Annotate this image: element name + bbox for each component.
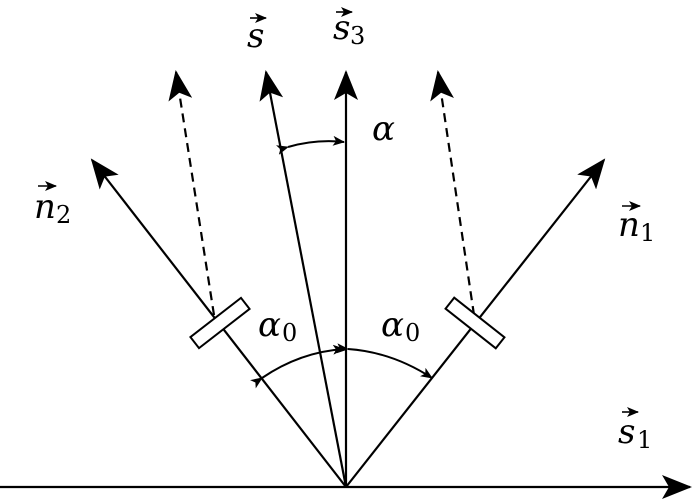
label-s: s [247, 13, 267, 56]
label-s-text: s [247, 16, 264, 56]
left-plate [189, 296, 251, 350]
label-alpha: α [372, 109, 395, 149]
label-alpha0-left-sub: 0 [282, 319, 297, 347]
label-n2-sub: 2 [56, 201, 71, 229]
alpha-arc [276, 135, 345, 155]
label-n1-sub: 1 [640, 219, 655, 247]
s-vector [259, 70, 348, 488]
label-alpha0-right-text: α [381, 305, 404, 345]
dashed-left [168, 70, 216, 316]
label-s3-text: s [333, 8, 350, 48]
right-plate [444, 296, 506, 350]
alpha0-right-arc [336, 343, 433, 379]
label-alpha0-left: α 0 [258, 305, 297, 347]
label-s1-sub: 1 [637, 426, 652, 454]
label-s1-text: s [618, 412, 635, 452]
alpha0-left-arc [250, 344, 345, 389]
label-s3: s 3 [333, 7, 365, 50]
label-alpha0-left-text: α [258, 305, 281, 345]
label-alpha0-right: α 0 [381, 305, 420, 347]
dashed-right [430, 70, 476, 316]
label-s1: s 1 [618, 407, 652, 454]
label-n2: n 2 [34, 181, 71, 229]
label-n2-text: n [34, 187, 56, 227]
label-s3-sub: 3 [350, 22, 365, 50]
label-n1-text: n [618, 205, 640, 245]
label-n1: n 1 [618, 201, 655, 247]
label-alpha0-right-sub: 0 [405, 319, 420, 347]
